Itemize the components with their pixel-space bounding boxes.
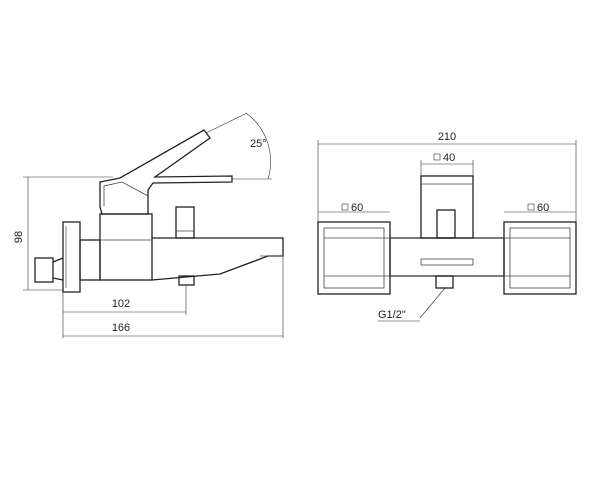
lever-handle [99,129,233,215]
dimension-right-60: 60 [504,202,576,214]
front-outlet [420,258,474,289]
square-icon [341,203,349,211]
dimension-210: 210 [317,131,577,222]
right-60-label: 60 [537,202,549,214]
width-210-label: 210 [438,131,456,143]
height-label: 98 [13,231,25,243]
wall-plate [62,221,81,293]
angle-dimension: 25° [205,112,272,180]
left-60-label: 60 [351,202,363,214]
thread-callout: G1/2" [378,287,446,322]
central-bar [324,237,570,277]
center-40-label: 40 [443,152,455,164]
dimension-166: 166 [63,256,284,338]
dim-166-label: 166 [112,322,130,334]
square-icon [433,153,441,161]
dim-102-label: 102 [112,298,130,310]
dimension-left-60: 60 [318,202,390,214]
dimension-102: 102 [62,285,187,338]
thread-label: G1/2" [378,309,406,321]
side-view: 25° 98 102 166 [13,112,284,338]
left-end-cap [317,221,391,295]
height-dimension: 98 [13,176,113,291]
spout-outlet [178,275,195,286]
front-view: 210 40 60 60 G1/2" [317,131,577,322]
diverter-knob [175,206,195,239]
dimension-40: 40 [420,152,474,176]
mixer-body [79,213,153,281]
angle-label: 25° [250,138,267,150]
square-icon [527,203,535,211]
spout [151,237,284,281]
eccentric-connector [34,257,64,283]
right-end-cap [503,221,577,295]
front-handle [420,175,474,239]
